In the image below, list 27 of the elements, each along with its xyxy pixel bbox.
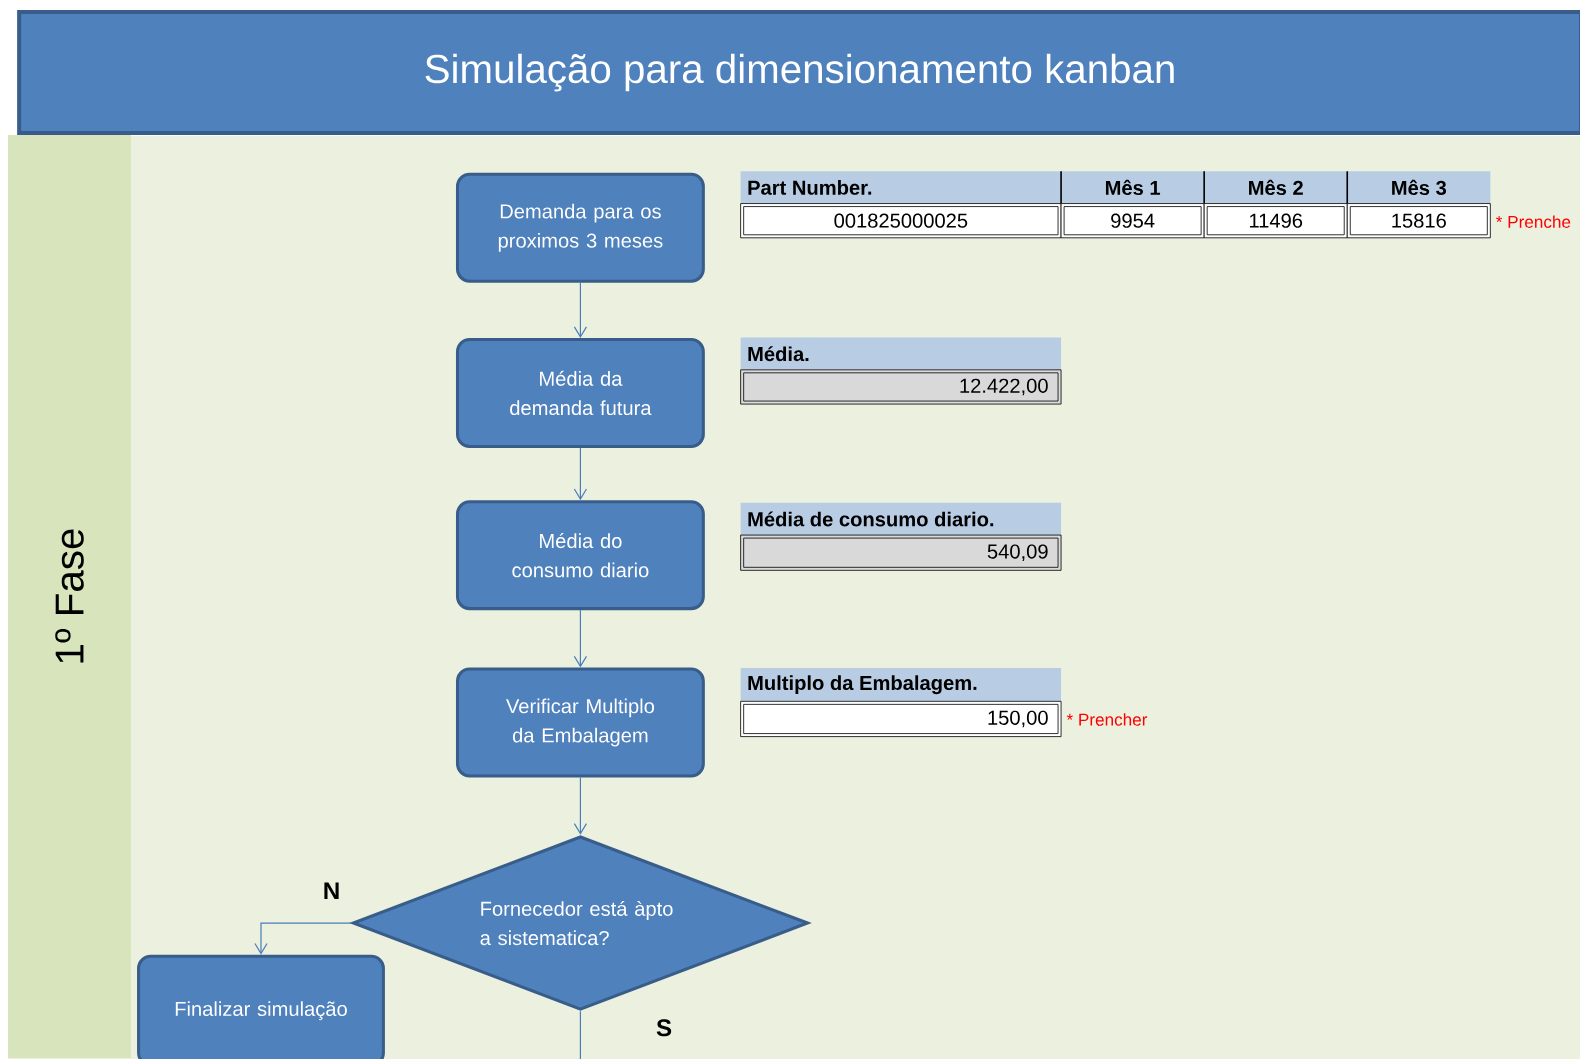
header-cell: Mês 3	[1346, 170, 1491, 205]
table-cell: 150,00	[740, 700, 1062, 737]
process-box: Média da demanda futura	[456, 338, 705, 448]
arrow	[254, 922, 352, 955]
note-text: * Prencher	[1066, 713, 1148, 726]
title-band: Simulação para dimensionamento kanban	[17, 10, 1580, 135]
arrow	[573, 282, 588, 339]
table-cell: 9954	[1060, 203, 1205, 239]
header-cell: Mês 2	[1203, 170, 1348, 205]
header-cell: Mês 1	[1060, 170, 1205, 205]
lane-band: 1º Fase	[8, 135, 131, 1059]
table-cell: 12.422,00	[740, 369, 1062, 405]
header-cell: Multiplo da Embalagem.	[740, 668, 1062, 702]
arrow	[573, 609, 588, 668]
table-cell: 11496	[1203, 203, 1348, 239]
process-box: Verificar Multiplo da Embalagem	[456, 667, 705, 778]
edge-label: N	[320, 880, 343, 902]
header-cell: Média.	[740, 337, 1062, 370]
arrow	[573, 776, 588, 835]
table-cell: 15816	[1346, 203, 1491, 239]
edge-label: S	[653, 1017, 675, 1039]
process-box: Demanda para os proximos 3 meses	[456, 172, 705, 283]
note-text: * Prenche	[1496, 215, 1571, 228]
arrow	[573, 447, 588, 501]
table-cell: 540,09	[740, 534, 1062, 571]
process-box: Finalizar simulação	[137, 954, 385, 1059]
process-box: Média do consumo diario	[456, 500, 705, 611]
